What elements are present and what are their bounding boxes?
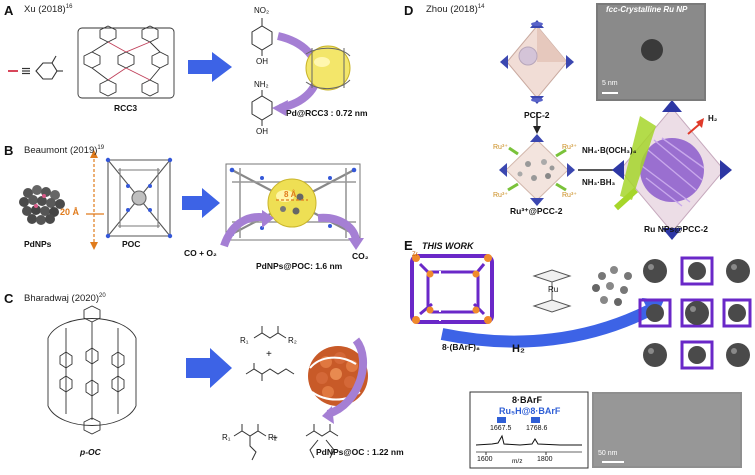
pd-rcc3-model [305, 45, 351, 91]
mass-spec-plot [469, 391, 589, 469]
this-work-title: THIS WORK [422, 241, 474, 251]
panel-letter-e: E [404, 238, 413, 253]
ms-label-1: 8·BArF [512, 395, 543, 405]
ru-ion-label-1: Ru³⁺ [493, 144, 508, 151]
aminophenol-oh-label: OH [256, 127, 268, 136]
citation-b: Beaumont (2019)19 [24, 145, 105, 157]
reagent2-label: NH₃·BH₃ [582, 178, 616, 187]
citation-c: Bharadwaj (2020)20 [24, 293, 106, 305]
plus-sign-product: + [272, 433, 278, 444]
r2-label-product: R₂ [268, 433, 277, 442]
curved-arrow-c [326, 337, 368, 418]
r1-label-reactant: R₁ [240, 336, 249, 345]
ru3-pcc2-label: Ru³⁺@PCC-2 [510, 206, 563, 216]
co2-label: CO₂ [352, 251, 369, 261]
r1-label-product: R₁ [222, 433, 231, 442]
diketone-reactant [253, 326, 287, 339]
scale-label-e: 50 nm [598, 450, 618, 457]
ms-label-2: Ru₅H@8·BArF [499, 406, 561, 416]
pcc2-cage-top [500, 20, 574, 104]
reaction-arrow-b [182, 188, 220, 218]
nitrophenol-molecule [251, 18, 273, 56]
r2-label-reactant: R₂ [288, 336, 297, 345]
reaction-arrow-e [440, 304, 653, 348]
ru-ion-label-4: Ru³⁺ [562, 192, 577, 199]
reaction-arrow-c [186, 348, 232, 388]
panel-letter-b: B [4, 143, 14, 158]
ru-nps-pcc2-label: Ru NPs@PCC-2 [644, 224, 709, 234]
substituent-legend-a [8, 55, 63, 80]
peak-label-1: 1667.5 [490, 425, 512, 432]
plus-sign: + [266, 349, 272, 360]
h2-label-d: H₂ [708, 114, 718, 123]
panel-letter-c: C [4, 291, 14, 306]
citation-d: Zhou (2018)14 [426, 4, 485, 16]
panel-letter-a: A [4, 3, 14, 18]
dimension-label-20: 20 Å [60, 207, 80, 217]
pdnps-label: PdNPs [24, 239, 52, 249]
panel-letter-d: D [404, 3, 414, 18]
product-sketches-c [233, 424, 339, 461]
citation-a: Xu (2018)16 [24, 4, 73, 16]
pdnps-poc-label: PdNPs@POC: 1.6 nm [256, 261, 343, 271]
axis-tick-1600: 1600 [477, 456, 493, 463]
pdnps-poc-model [225, 163, 361, 241]
reagent-arrow-green [620, 116, 656, 200]
poc-label: POC [122, 239, 141, 249]
pd-rcc3-label: Pd@RCC3 : 0.72 nm [286, 108, 368, 118]
pdnps-oc-label: PdNPs@OC : 1.22 nm [316, 447, 404, 457]
zr-corner-nodes [412, 254, 492, 324]
ru-atoms-cluster [592, 266, 632, 306]
axis-label-mz: m/z [512, 458, 523, 465]
nitro-label: NO₂ [254, 6, 270, 15]
aminophenol-molecule [251, 90, 273, 126]
poc-cage-structure [107, 159, 171, 237]
p-oc-label: p-OC [80, 447, 101, 457]
axis-tick-1800: 1800 [537, 456, 553, 463]
ru-label-e: Ru [548, 285, 559, 294]
cage-8-label: 8·(BArF)₈ [442, 342, 480, 352]
pd-nanoparticle-cluster [19, 185, 65, 225]
ru-cod-complex [532, 269, 572, 313]
pcc2-label: PCC-2 [524, 110, 550, 120]
ru3-pcc2-cage [499, 134, 575, 206]
dimension-label-8: 8 Å [284, 190, 297, 199]
rcc3-cage-structure [77, 25, 175, 99]
cage-product-grid [638, 256, 752, 370]
ru-ion-label-2: Ru³⁺ [562, 144, 577, 151]
reagent1-label: NH₄·B(OCH₃)₄ [582, 146, 637, 155]
zr-corner-label: Zr [412, 252, 418, 258]
h2-label-e: H₂ [512, 343, 525, 355]
reaction-arrow-a [188, 52, 232, 82]
p-oc-cage-structure [47, 305, 137, 435]
nitrophenol-oh-label: OH [256, 57, 268, 66]
amino-label: NH₂ [254, 80, 269, 89]
tem-caption-d: fcc-Crystalline Ru NP [606, 5, 688, 14]
reactants-label-b: CO + O₂ [184, 248, 217, 258]
peak-label-2: 1768.6 [526, 425, 548, 432]
scale-label-d: 5 nm [602, 80, 618, 87]
zr-cage-8 [410, 254, 494, 324]
ru-ion-label-3: Ru³⁺ [493, 192, 508, 199]
rcc3-label: RCC3 [114, 103, 138, 113]
allyl-carbonate-reactant [245, 363, 295, 381]
